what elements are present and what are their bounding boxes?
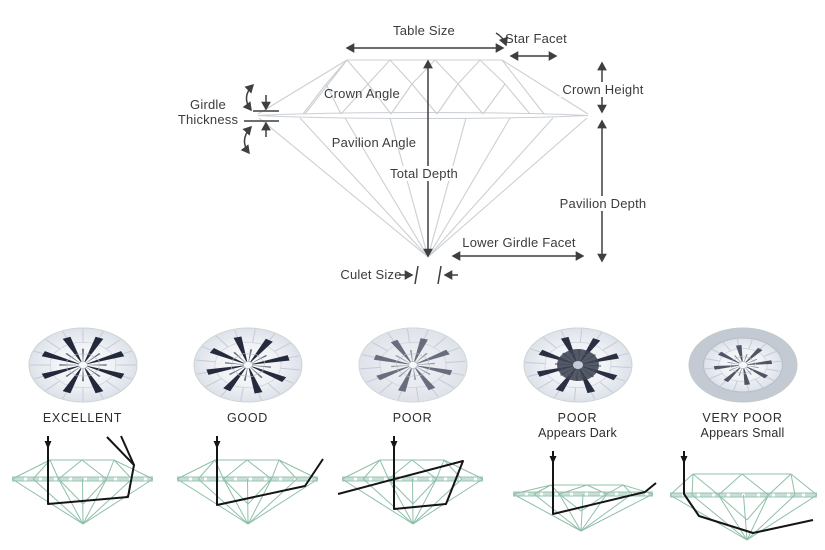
culet-tick-right (437, 265, 442, 285)
crown-angle-arc (242, 83, 255, 112)
diamond-wireframe-and-arrows (240, 32, 607, 285)
label-crown-angle: Crown Angle (324, 86, 400, 101)
diamond-photo-poor-dark (523, 327, 632, 403)
grade-sublabel: Appears Small (700, 426, 785, 440)
label-table-size: Table Size (393, 23, 455, 38)
lightpath-diagram-poor (337, 436, 484, 525)
grade-card-excellent: EXCELLENT (0, 300, 165, 550)
diamond-photo-poor (358, 327, 467, 403)
grade-card-poor: POOR (330, 300, 495, 550)
measurement-arrows (240, 32, 607, 285)
lightpath-diagram-very-poor (669, 451, 818, 541)
label-culet-size: Culet Size (340, 267, 402, 282)
label-pavilion-depth: Pavilion Depth (556, 196, 650, 211)
grade-card-very-poor: VERY POOR Appears Small (660, 300, 825, 550)
grade-sublabel: Appears Dark (538, 426, 617, 440)
label-girdle-line2: Thickness (177, 112, 239, 127)
label-lower-girdle-facet: Lower Girdle Facet (462, 235, 576, 250)
diamond-photo-good (193, 327, 302, 403)
diamond-photo-very-poor (688, 327, 797, 403)
grade-label: VERY POOR (702, 411, 783, 425)
label-total-depth: Total Depth (387, 166, 461, 181)
anatomy-diagram: Table Size Star Facet Crown Angle Crown … (162, 23, 650, 285)
label-crown-height: Crown Height (559, 82, 647, 97)
grade-card-good: GOOD (165, 300, 330, 550)
profile-wireframe (257, 59, 589, 258)
grade-card-poor-dark: POOR Appears Dark (495, 300, 660, 550)
cut-grades-row: EXCELLENT GOOD POOR POOR (0, 300, 825, 550)
pavilion-angle-arc (240, 125, 252, 155)
label-girdle-thickness: Girdle Thickness (162, 97, 254, 127)
culet-tick-left (414, 265, 419, 285)
label-girdle-line1: Girdle (190, 97, 226, 112)
grade-label: POOR (392, 411, 433, 425)
label-star-facet: Star Facet (505, 31, 567, 46)
lightpath-diagram-poor-dark (512, 451, 657, 532)
grade-label: POOR (557, 411, 598, 425)
star-facet-pointer (495, 32, 508, 47)
grade-label: EXCELLENT (42, 411, 123, 425)
grade-label: GOOD (227, 411, 268, 425)
lightpath-diagram-excellent (11, 435, 154, 525)
diamond-photo-excellent (28, 327, 137, 403)
label-pavilion-angle: Pavilion Angle (331, 135, 417, 150)
lightpath-diagram-good (176, 436, 324, 525)
